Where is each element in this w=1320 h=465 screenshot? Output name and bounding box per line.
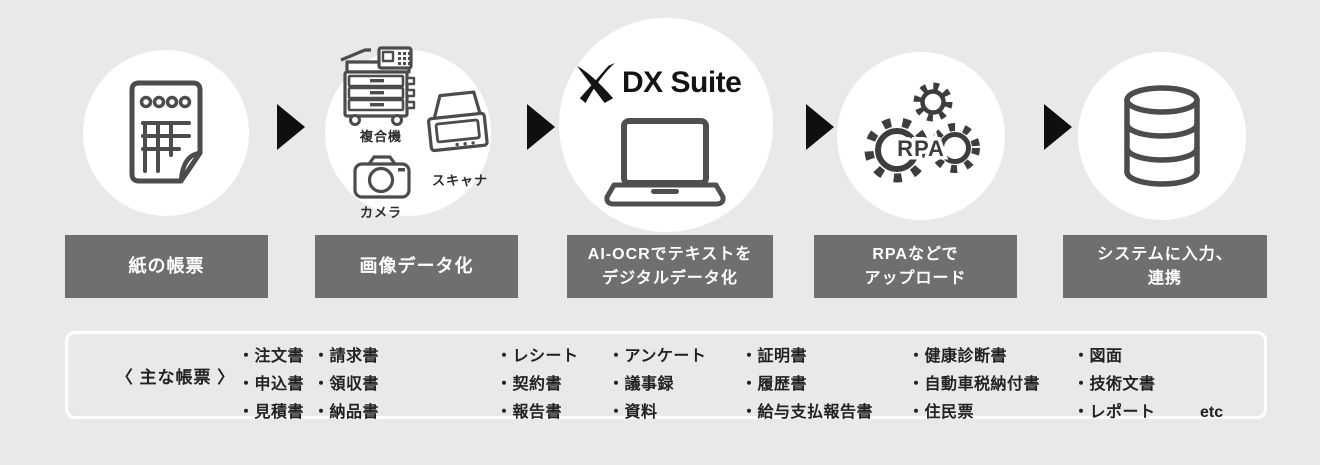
stage-label-ai-ocr: AI-OCRでテキストを デジタルデータ化 bbox=[567, 235, 773, 298]
copier-icon bbox=[340, 46, 416, 126]
form-item: ・健康診断書 bbox=[908, 348, 1008, 365]
form-item: ・納品書 bbox=[313, 404, 380, 421]
main-forms-box: 〈 主な帳票 〉 ・注文書 ・申込書 ・見積書 ・請求書 ・領収書 ・納品書 ・… bbox=[65, 331, 1267, 421]
form-item: ・請求書 bbox=[313, 348, 380, 365]
stage-circle-rpa: RPA bbox=[837, 52, 1005, 220]
stage-label-line: 画像データ化 bbox=[359, 256, 474, 277]
rpa-gears-icon: RPA bbox=[864, 82, 980, 183]
stage-circle-paper-forms bbox=[83, 50, 249, 216]
paper-document-icon bbox=[129, 80, 203, 184]
form-item: ・給与支払報告書 bbox=[741, 404, 874, 421]
camera-label: カメラ bbox=[359, 205, 402, 220]
form-item: ・領収書 bbox=[313, 376, 380, 393]
form-item: ・議事録 bbox=[608, 376, 675, 393]
form-item: ・資料 bbox=[608, 404, 658, 421]
form-item: ・アンケート bbox=[608, 348, 707, 365]
forms-column-7: ・図面 ・技術文書 ・レポート bbox=[1073, 343, 1156, 427]
form-item: ・申込書 bbox=[238, 376, 305, 393]
form-item: ・履歴書 bbox=[741, 376, 808, 393]
database-icon bbox=[1124, 85, 1200, 187]
form-item: ・図面 bbox=[1073, 348, 1123, 365]
stage-circle-ai-ocr: DX Suite bbox=[559, 18, 773, 232]
stage-label-line: 連携 bbox=[1147, 269, 1182, 287]
forms-box-heading: 〈 主な帳票 〉 bbox=[115, 367, 236, 387]
stage-label-image-capture: 画像データ化 bbox=[315, 235, 518, 298]
laptop-icon bbox=[604, 118, 726, 207]
stage-label-line: 紙の帳票 bbox=[128, 256, 205, 277]
stage-label-line: デジタルデータ化 bbox=[602, 269, 738, 287]
forms-column-6: ・健康診断書 ・自動車税納付書 ・住民票 bbox=[908, 343, 1040, 427]
arrow-right-icon bbox=[806, 104, 834, 150]
etc-label: etc bbox=[1200, 404, 1224, 421]
rpa-gear-text: RPA bbox=[897, 136, 945, 161]
forms-column-2: ・請求書 ・領収書 ・納品書 bbox=[313, 343, 379, 427]
form-item: ・見積書 bbox=[238, 404, 305, 421]
dx-suite-logo-text: DX Suite bbox=[622, 66, 742, 99]
arrow-right-icon bbox=[277, 104, 305, 150]
forms-column-1: ・注文書 ・申込書 ・見積書 bbox=[238, 343, 304, 427]
scanner-icon bbox=[427, 90, 489, 153]
stage-circle-image-capture: 複合機 スキャナ カメラ bbox=[325, 46, 491, 220]
form-item: ・契約書 bbox=[496, 376, 563, 393]
stage-label-line: アップロード bbox=[864, 269, 967, 287]
form-item: ・自動車税納付書 bbox=[908, 376, 1041, 393]
form-item: ・注文書 bbox=[238, 348, 305, 365]
stage-label-rpa: RPAなどで アップロード bbox=[814, 235, 1017, 298]
stage-label-paper-forms: 紙の帳票 bbox=[65, 235, 268, 298]
dx-suite-logo-mark-icon bbox=[577, 63, 615, 103]
form-item: ・レシート bbox=[496, 348, 579, 365]
stage-label-line: RPAなどで bbox=[872, 246, 959, 264]
form-item: ・技術文書 bbox=[1073, 376, 1156, 393]
mfp-label: 複合機 bbox=[359, 129, 402, 144]
camera-icon bbox=[353, 155, 411, 199]
dx-suite-logo: DX Suite bbox=[577, 62, 742, 104]
arrow-right-icon bbox=[1044, 104, 1072, 150]
stage-circle-system bbox=[1078, 52, 1246, 220]
stage-label-line: システムに入力、 bbox=[1097, 246, 1233, 264]
form-item: ・レポート bbox=[1073, 404, 1156, 421]
arrow-right-icon bbox=[527, 104, 555, 150]
forms-column-5: ・証明書 ・履歴書 ・給与支払報告書 bbox=[741, 343, 873, 427]
form-item: ・証明書 bbox=[741, 348, 808, 365]
scanner-label: スキャナ bbox=[431, 173, 488, 188]
stage-label-line: AI-OCRでテキストを bbox=[587, 246, 753, 264]
form-item: ・住民票 bbox=[908, 404, 975, 421]
form-item: ・報告書 bbox=[496, 404, 563, 421]
stage-label-system: システムに入力、 連携 bbox=[1063, 235, 1267, 298]
forms-column-4: ・アンケート ・議事録 ・資料 bbox=[608, 343, 706, 427]
forms-column-3: ・レシート ・契約書 ・報告書 bbox=[496, 343, 579, 427]
